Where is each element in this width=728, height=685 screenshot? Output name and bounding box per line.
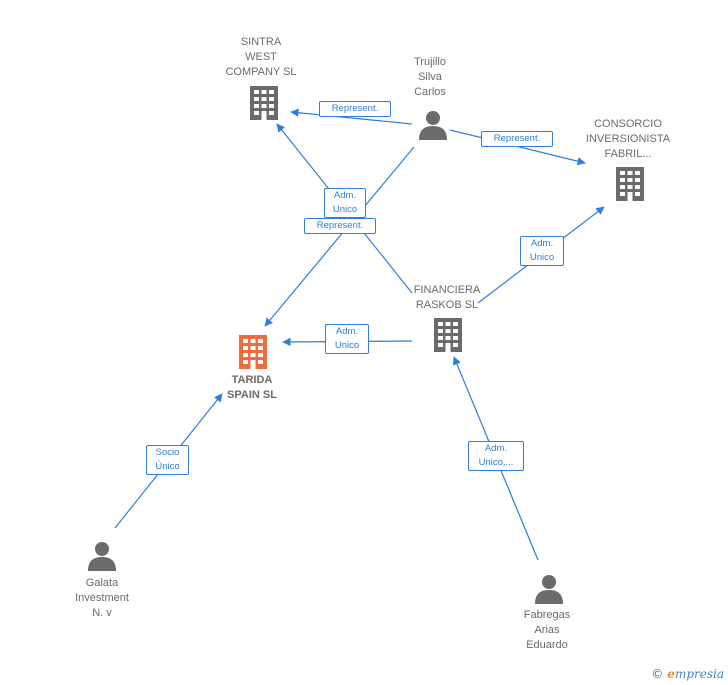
edge-label-financiera-sintra: Adm. Unico [324,188,366,218]
node-label-sintra[interactable]: SINTRA WEST COMPANY SL [225,36,297,78]
brand-name: mpresia [674,667,724,681]
edge-trujillo-sintra [290,108,413,125]
node-label-galata[interactable]: Galata Investment N. v [75,577,129,619]
building-icon [239,335,267,369]
empresia-watermark: ©empresia [651,667,724,681]
edge-label-trujillo-tarida: Represent. [304,218,376,234]
building-icon [434,318,462,352]
person-icon [88,542,116,571]
edge-label-trujillo-sintra: Represent. [319,101,391,117]
edge-trujillo-tarida [264,146,415,327]
node-label-financiera[interactable]: FINANCIERA RASKOB SL [413,284,481,311]
person-icon [535,575,563,604]
edge-label-fabregas-financiera: Adm. Unico,... [468,441,524,471]
person-icon [419,111,447,140]
edge-label-galata-tarida: Socio Único [146,445,189,475]
node-label-tarida[interactable]: TARIDA SPAIN SL [227,374,277,401]
edge-label-financiera-consorcio: Adm. Unico [520,236,564,266]
building-icon [616,167,644,201]
edge-label-financiera-tarida: Adm. Unico [325,324,369,354]
node-label-consorcio[interactable]: CONSORCIO INVERSIONISTA FABRIL... [585,118,671,160]
brand-initial: e [667,667,675,681]
node-label-trujillo[interactable]: Trujillo Silva Carlos [414,56,446,98]
copyright-icon: © [651,667,664,681]
node-label-fabregas[interactable]: Fabregas Arias Eduardo [523,609,571,651]
building-icon [250,86,278,120]
edge-label-trujillo-consorcio: Represent. [481,131,553,147]
